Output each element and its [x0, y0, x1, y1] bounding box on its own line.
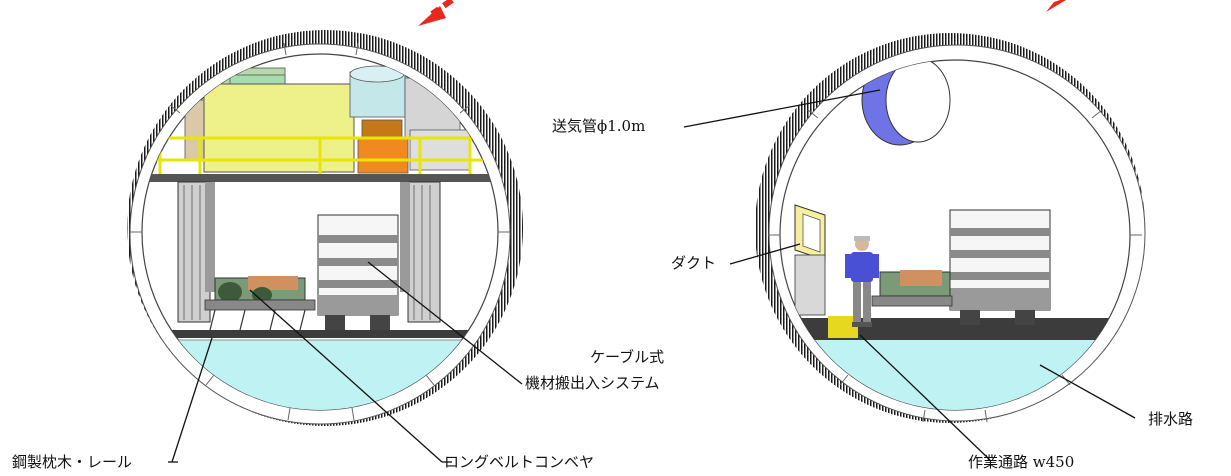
long-belt-conveyor — [204, 276, 316, 331]
left-tunnel — [127, 30, 523, 426]
label-long-belt-conveyor: ロングベルトコンベヤ — [444, 453, 594, 471]
direction-arrow-left — [418, 0, 454, 26]
duct — [794, 204, 826, 316]
label-cable-system-line2: 機材搬出入システム — [525, 374, 660, 392]
conveyor-right — [871, 270, 953, 307]
label-drainage: 排水路 — [1148, 410, 1193, 428]
cable-system-boxes-right — [949, 209, 1051, 325]
label-work-passage: 作業通路 w450 — [968, 453, 1074, 471]
worker-figure — [845, 236, 879, 327]
right-floor — [800, 318, 1125, 340]
cable-system-boxes — [317, 214, 399, 330]
label-duct: ダクト — [671, 254, 716, 272]
label-air-supply-pipe: 送気管ϕ1.0m — [552, 117, 645, 135]
air-supply-pipe — [861, 60, 951, 146]
yellow-machine — [203, 83, 355, 173]
right-tunnel — [755, 33, 1146, 423]
label-steel-sleepers-rail: 鋼製枕木・レール — [12, 453, 132, 471]
leader-lines — [168, 89, 1136, 463]
left-support-frame — [177, 181, 211, 323]
direction-arrow-right — [1046, 0, 1066, 12]
label-cable-system-line1: ケーブル式 — [590, 348, 664, 366]
left-floor — [150, 330, 490, 338]
orange-machine — [357, 137, 409, 174]
upper-platform — [150, 174, 490, 182]
